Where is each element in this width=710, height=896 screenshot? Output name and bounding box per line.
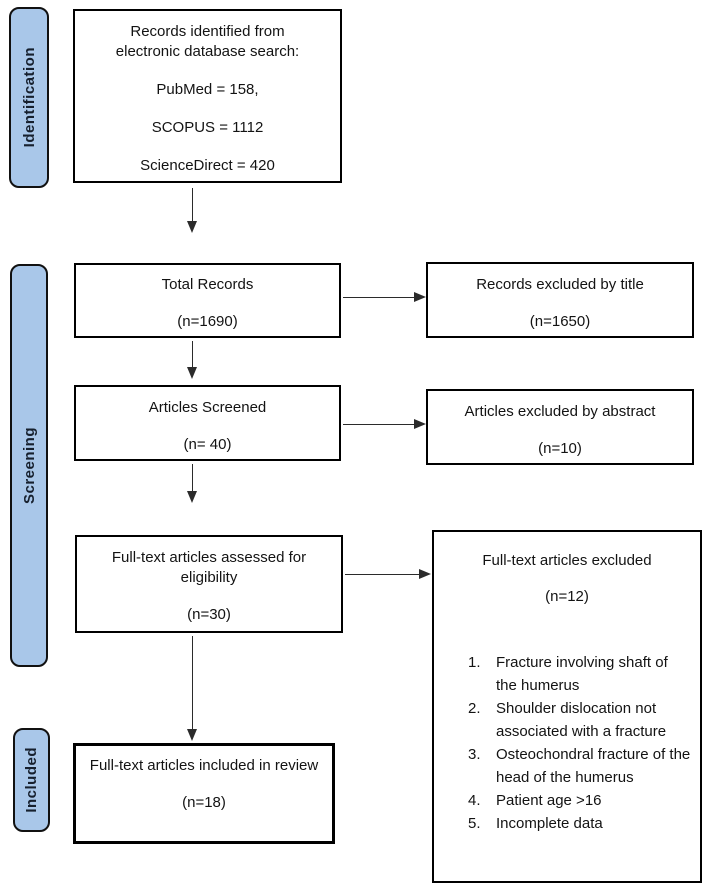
exclusion-reason-4: Patient age >16 bbox=[468, 789, 602, 812]
records-identified-pubmed: PubMed = 158, bbox=[156, 81, 259, 98]
arrow-total-to-screened bbox=[187, 341, 197, 379]
stage-label-identification: Identification bbox=[9, 7, 49, 188]
arrow-records-to-total bbox=[187, 188, 197, 233]
fulltext-excluded-title: Full-text articles excluded bbox=[482, 552, 652, 569]
box-records-identified: Records identified from electronic datab… bbox=[73, 9, 342, 183]
stage-label-included: Included bbox=[13, 728, 50, 832]
arrow-assessed-to-fulltext-excluded bbox=[345, 569, 431, 579]
fulltext-assessed-count: (n=30) bbox=[187, 606, 231, 623]
box-included-in-review: Full-text articles included in review (n… bbox=[73, 743, 335, 844]
stage-label-screening-text: Screening bbox=[20, 426, 38, 505]
exclusion-reason-2: Shoulder dislocation not associated with… bbox=[468, 697, 667, 740]
box-total-records: Total Records (n=1690) bbox=[74, 263, 341, 338]
arrow-total-to-excluded-title bbox=[343, 292, 426, 302]
stage-label-identification-text: Identification bbox=[20, 47, 38, 148]
records-excluded-by-title-count: (n=1650) bbox=[529, 313, 591, 330]
total-records-count: (n=1690) bbox=[177, 313, 238, 330]
box-fulltext-assessed: Full-text articles assessed for eligibil… bbox=[75, 535, 343, 633]
articles-screened-count: (n= 40) bbox=[183, 436, 232, 453]
exclusion-reason-3: Osteochondral fracture of the head of th… bbox=[468, 743, 691, 786]
articles-screened-title: Articles Screened bbox=[148, 399, 267, 416]
records-identified-line-2: electronic database search: bbox=[115, 43, 300, 60]
fulltext-excluded-reasons-list: Fracture involving shaft of the humerus … bbox=[468, 651, 692, 835]
fulltext-excluded-count: (n=12) bbox=[545, 588, 589, 605]
records-identified-line-1: Records identified from bbox=[130, 23, 285, 40]
arrow-screened-to-assessed bbox=[187, 464, 197, 503]
box-articles-screened: Articles Screened (n= 40) bbox=[74, 385, 341, 461]
included-in-review-count: (n=18) bbox=[182, 794, 226, 811]
box-fulltext-excluded: Full-text articles excluded (n=12) Fract… bbox=[432, 530, 702, 883]
fulltext-assessed-title: Full-text articles assessed for eligibil… bbox=[111, 549, 307, 586]
arrow-screened-to-excluded-abstract bbox=[343, 419, 426, 429]
records-identified-scopus: SCOPUS = 1112 bbox=[151, 119, 264, 136]
total-records-title: Total Records bbox=[161, 276, 254, 293]
exclusion-reason-5: Incomplete data bbox=[468, 812, 603, 835]
records-excluded-by-title-text: Records excluded by title bbox=[476, 276, 644, 293]
exclusion-reason-1: Fracture involving shaft of the humerus bbox=[468, 651, 668, 694]
articles-excluded-by-abstract-count: (n=10) bbox=[538, 440, 582, 457]
articles-excluded-by-abstract-text: Articles excluded by abstract bbox=[464, 403, 656, 420]
box-articles-excluded-by-abstract: Articles excluded by abstract (n=10) bbox=[426, 389, 694, 465]
box-records-excluded-by-title: Records excluded by title (n=1650) bbox=[426, 262, 694, 338]
stage-label-included-text: Included bbox=[23, 747, 40, 813]
included-in-review-title: Full-text articles included in review bbox=[89, 757, 319, 774]
records-identified-sciencedirect: ScienceDirect = 420 bbox=[140, 157, 275, 174]
stage-label-screening: Screening bbox=[10, 264, 48, 667]
arrow-assessed-to-included bbox=[187, 636, 197, 741]
